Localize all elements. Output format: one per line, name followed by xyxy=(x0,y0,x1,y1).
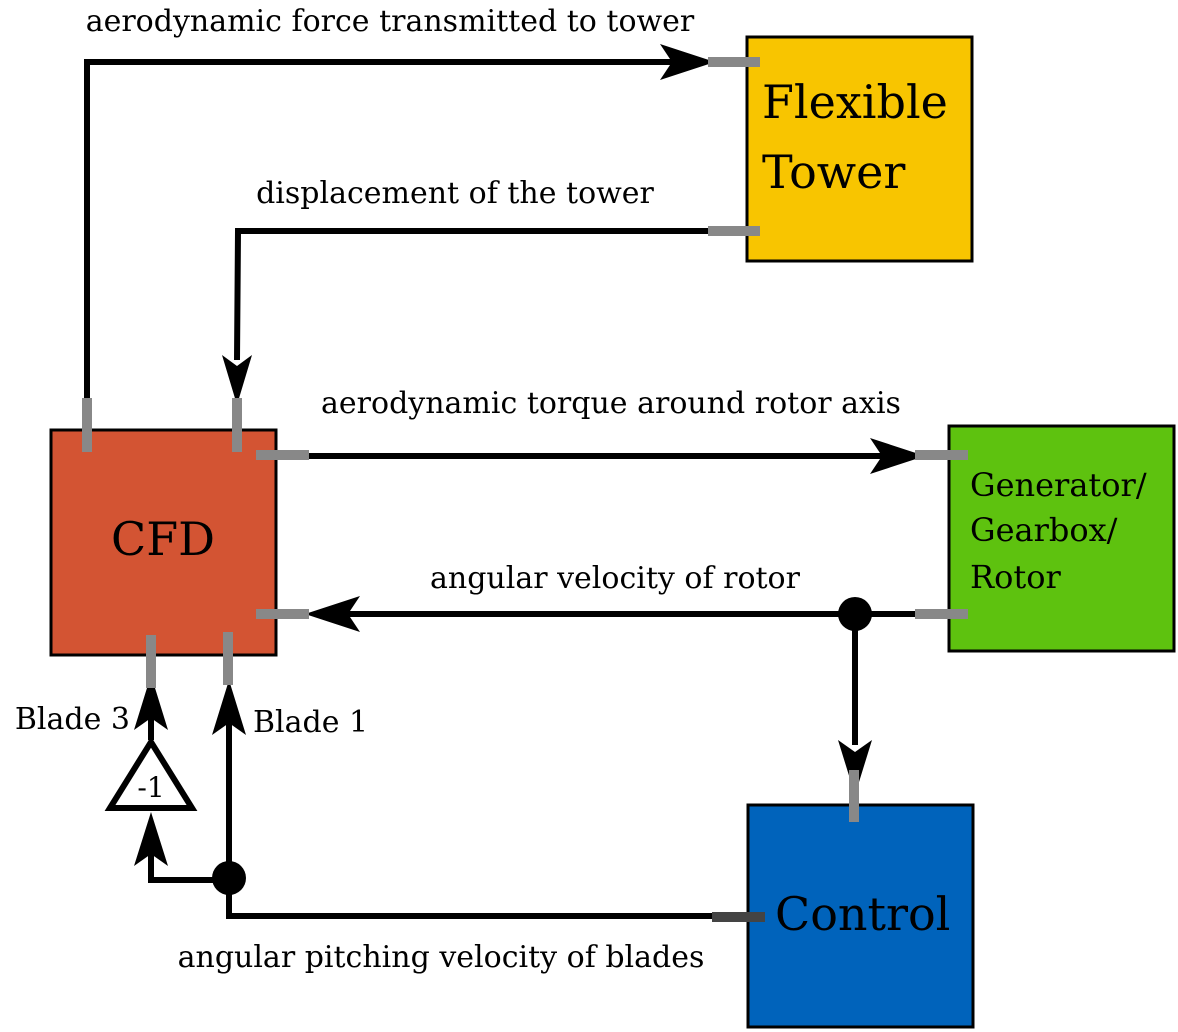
cfd-label: CFD xyxy=(111,512,215,566)
tower-label-line1: Flexible xyxy=(762,75,948,129)
rotor-velocity-arrowhead xyxy=(305,596,360,632)
blade3-label: Blade 3 xyxy=(15,702,130,737)
force-to-tower-wire xyxy=(84,59,705,400)
force-to-tower-arrowhead xyxy=(660,44,715,80)
tower-label-line2: Tower xyxy=(762,145,905,199)
pitch-velocity-label: angular pitching velocity of blades xyxy=(178,940,705,975)
blade1-label: Blade 1 xyxy=(253,705,368,740)
gain-block: -1 xyxy=(104,736,198,811)
control-block: Control xyxy=(746,803,975,1029)
gain-label: -1 xyxy=(137,771,164,804)
tower-displacement-wire xyxy=(234,228,712,361)
control-input-arrowhead xyxy=(838,740,872,795)
generator-label-line3: Rotor xyxy=(970,558,1061,596)
generator-label-line2: Gearbox/ xyxy=(970,511,1118,549)
blade1-arrowhead xyxy=(212,680,246,735)
tower-displacement-arrowhead xyxy=(222,355,252,405)
torque-label: aerodynamic torque around rotor axis xyxy=(321,386,901,421)
torque-arrowhead xyxy=(870,438,925,474)
cfd-block: CFD xyxy=(49,428,278,657)
gain-input-arrowhead xyxy=(134,812,168,866)
rotor-velocity-label: angular velocity of rotor xyxy=(430,561,801,596)
tower-displacement-label: displacement of the tower xyxy=(256,176,654,211)
blade3-arrowhead xyxy=(134,675,168,730)
pitch-velocity-wire xyxy=(226,710,715,919)
force-to-tower-label: aerodynamic force transmitted to tower xyxy=(86,4,695,39)
generator-label-line1: Generator/ xyxy=(970,466,1147,504)
control-label: Control xyxy=(775,887,950,941)
flexible-tower-block: Flexible Tower xyxy=(745,35,974,263)
generator-block: Generator/ Gearbox/ Rotor xyxy=(947,424,1176,653)
